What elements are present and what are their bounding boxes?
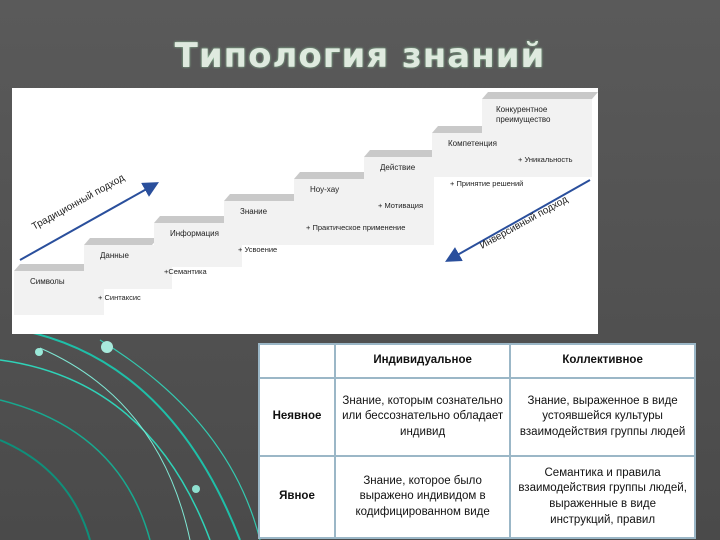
row-label-tacit: Неявное bbox=[258, 377, 336, 457]
table-row: Явное Знание, которое было выражено инди… bbox=[258, 455, 696, 539]
step-top bbox=[224, 194, 300, 201]
step-label: Ноу-хау bbox=[310, 185, 339, 194]
step-label: Информация bbox=[170, 229, 219, 238]
slide-title: Типология знаний bbox=[174, 36, 546, 76]
table-cell: Знание, которым сознательно или бессозна… bbox=[333, 377, 512, 457]
table-cell: Знание, выраженное в виде устоявшейся ку… bbox=[509, 377, 696, 457]
step-addition: + Принятие решений bbox=[450, 179, 523, 188]
step-addition: + Синтаксис bbox=[98, 293, 141, 302]
step-addition: +Семантика bbox=[164, 267, 208, 276]
inversive-approach-arrow bbox=[445, 179, 591, 262]
decor-dot bbox=[35, 348, 43, 356]
knowledge-typology-table: Индивидуальное Коллективное Неявное Знан… bbox=[258, 343, 696, 539]
step-top bbox=[364, 150, 444, 157]
step-addition: + Усвоение bbox=[238, 245, 277, 254]
step-addition: + Уникальность bbox=[518, 155, 573, 164]
step-label: Знание bbox=[240, 207, 268, 216]
step-top bbox=[294, 172, 372, 179]
table-header-row: Индивидуальное Коллективное bbox=[258, 343, 696, 379]
table-corner-cell bbox=[258, 343, 336, 379]
inversive-approach-label: Инверсивный подход bbox=[478, 194, 570, 252]
staircase-steps: Символы + Синтаксис Данные +Семантика Информ… bbox=[14, 92, 598, 315]
decor-dot bbox=[192, 485, 200, 493]
step-face bbox=[364, 157, 434, 201]
decor-dot bbox=[101, 341, 113, 353]
staircase-diagram: Символы + Синтаксис Данные +Семантика Информ… bbox=[12, 88, 598, 334]
step-label: Данные bbox=[100, 251, 129, 260]
table-cell: Семантика и правила взаимодействия групп… bbox=[509, 455, 696, 539]
step-top bbox=[14, 264, 92, 271]
step-label: Символы bbox=[30, 277, 65, 286]
table-cell: Знание, которое было выражено индивидом … bbox=[333, 455, 512, 539]
traditional-approach-label: Традиционный подход bbox=[30, 172, 127, 232]
step-top bbox=[154, 216, 232, 223]
step-addition: + Практическое применение bbox=[306, 223, 405, 232]
table-header-individual: Индивидуальное bbox=[333, 343, 512, 379]
row-label-explicit: Явное bbox=[258, 455, 336, 539]
step-top bbox=[84, 238, 158, 245]
step-face bbox=[482, 99, 592, 141]
step-label: Действие bbox=[380, 163, 416, 172]
table-header-collective: Коллективное bbox=[509, 343, 696, 379]
table-row: Неявное Знание, которым сознательно или … bbox=[258, 377, 696, 457]
step-face bbox=[294, 179, 364, 223]
step-top bbox=[482, 92, 598, 99]
traditional-approach-arrow bbox=[19, 182, 159, 261]
step-label: Компетенция bbox=[448, 139, 497, 148]
step-addition: + Мотивация bbox=[378, 201, 423, 210]
